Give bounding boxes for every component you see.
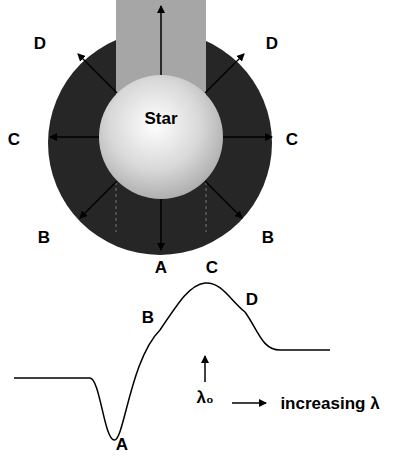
region-label: D	[266, 35, 278, 54]
wavelength-axis-arrow	[232, 402, 266, 404]
region-label: C	[8, 131, 20, 150]
profile-label: λ₀	[196, 389, 213, 408]
region-label: D	[34, 35, 46, 54]
line-profile	[14, 283, 330, 440]
profile-label: increasing λ	[280, 395, 379, 414]
profile-label: C	[206, 259, 218, 278]
rest-wavelength-arrow	[204, 356, 206, 382]
profile-label: B	[142, 309, 154, 328]
region-label: A	[155, 259, 167, 278]
velocity-arrows	[50, 6, 272, 250]
star-sphere: Star	[99, 75, 223, 199]
star-label: Star	[144, 109, 177, 129]
region-label: B	[38, 229, 50, 248]
region-label: B	[262, 229, 274, 248]
region-label: C	[286, 131, 298, 150]
profile-label: A	[116, 435, 128, 454]
profile-label: D	[246, 291, 258, 310]
